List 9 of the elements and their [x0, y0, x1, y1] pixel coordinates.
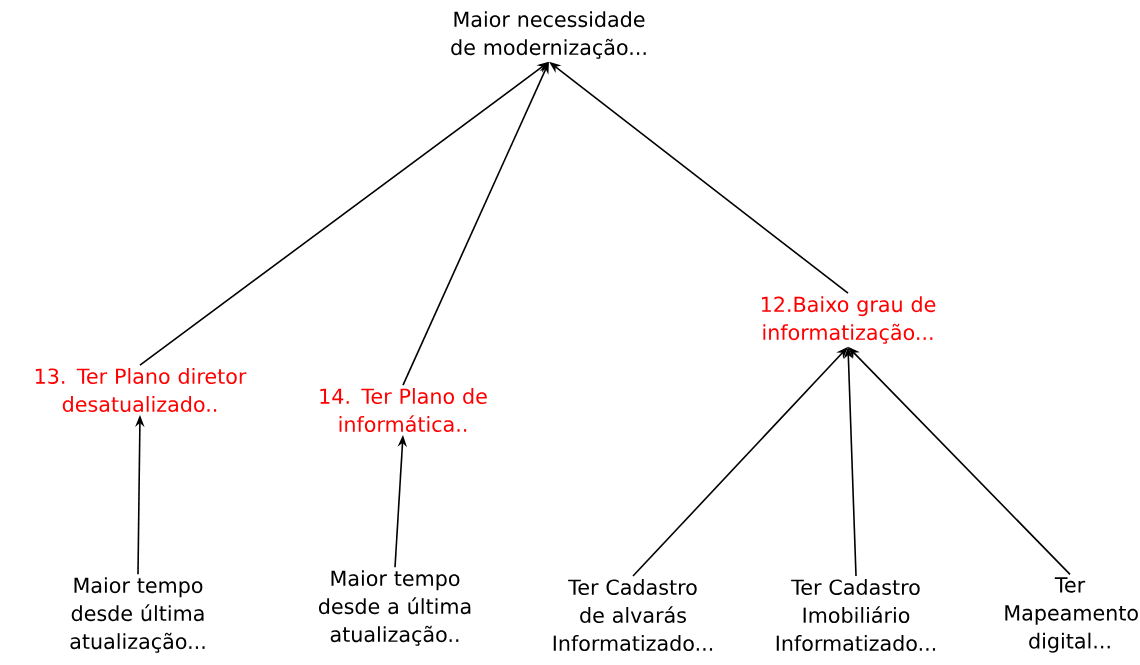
node-label: Ter Mapeamento digital... — [1005, 577, 1138, 653]
node-label: Maior tempo desde a última atualização.. — [319, 570, 471, 646]
node-label: Maior tempo desde última atualização... — [70, 577, 205, 653]
node-label: Ter Cadastro de alvarás Informatizado... — [553, 579, 713, 651]
node-label: 13. Ter Plano diretor desatualizado.. — [35, 368, 247, 412]
node-label: Maior necessidade de modernização... — [451, 11, 646, 59]
node-label: 12.Baixo grau de informatização... — [761, 296, 936, 344]
node-label: 14. Ter Plano de informática.. — [320, 388, 487, 432]
node-label: Ter Cadastro Imobiliário Informatizado... — [776, 579, 936, 651]
